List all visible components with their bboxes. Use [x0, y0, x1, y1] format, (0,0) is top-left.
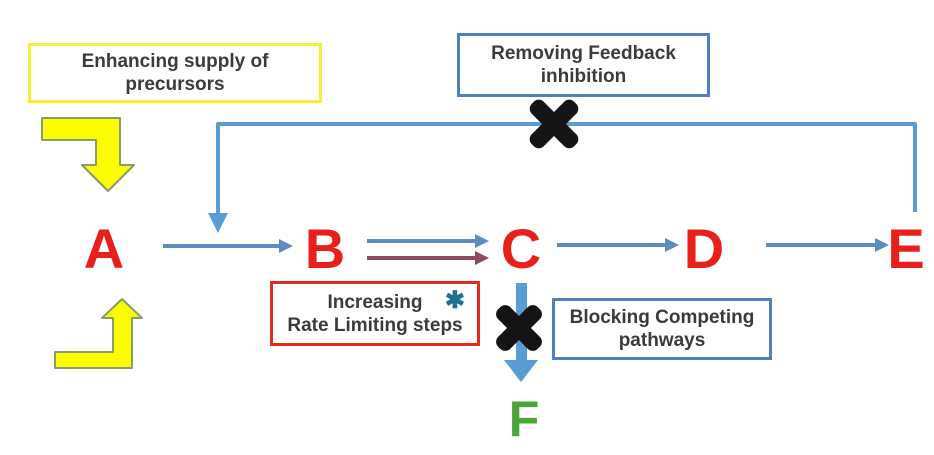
enhancing-precursors-box: Enhancing supply of precursors	[28, 43, 322, 103]
node-b: B	[304, 217, 346, 280]
arrow-a-b	[163, 239, 293, 253]
arrow-d-e	[766, 238, 889, 252]
yellow-elbow-arrow-down-icon	[41, 117, 135, 192]
competing-x-icon	[496, 305, 542, 351]
node-e: E	[887, 217, 925, 280]
increasing-rate-line2: Rate Limiting steps	[287, 314, 463, 336]
arrow-c-d	[557, 238, 679, 252]
arrow-b-c-maroon	[367, 251, 489, 265]
blocking-competing-line1: Blocking Competing	[569, 307, 755, 328]
blocking-competing-box: Blocking Competing pathways	[552, 298, 772, 360]
node-d: D	[683, 217, 725, 280]
blocking-competing-line2: pathways	[618, 330, 706, 351]
yellow-elbow-arrow-up-icon	[54, 298, 143, 369]
removing-feedback-line2: inhibition	[540, 66, 627, 87]
feedback-loop-arrow	[208, 122, 917, 233]
removing-feedback-box: Removing Feedback inhibition	[457, 33, 710, 97]
node-a: A	[83, 217, 125, 280]
node-f: F	[508, 391, 540, 447]
asterisk-icon: ✱	[444, 287, 465, 314]
increasing-rate-limiting-box: ✱ Increasing Rate Limiting steps	[270, 281, 480, 346]
enhancing-precursors-line1: Enhancing supply of	[81, 51, 269, 72]
removing-feedback-line1: Removing Feedback	[491, 43, 676, 64]
enhancing-precursors-line2: precursors	[125, 74, 225, 95]
arrow-b-c-blue	[367, 234, 489, 248]
increasing-rate-line1: Increasing	[327, 291, 423, 313]
feedback-x-icon	[529, 99, 579, 149]
node-c: C	[500, 217, 542, 280]
